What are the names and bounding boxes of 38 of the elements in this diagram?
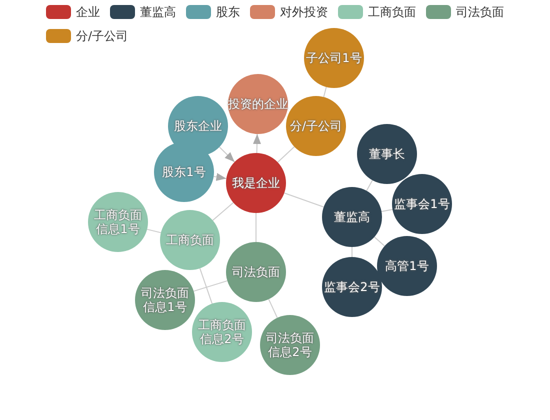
legend-label: 企业 (76, 5, 100, 19)
node-label: 子公司1号 (306, 52, 362, 64)
legend-label: 工商负面 (368, 5, 416, 19)
connector-line (323, 86, 327, 98)
connector-line (381, 209, 393, 212)
node-label: 投资的企业 (228, 98, 288, 110)
node-label: 司法负面信息1号 (140, 286, 190, 314)
connector-line (374, 236, 386, 246)
node-label: 工商负面信息1号 (93, 208, 143, 236)
legend-label: 司法负面 (456, 5, 504, 19)
node-label: 股东1号 (162, 166, 206, 178)
node-label: 董事长 (369, 148, 405, 160)
connector-line (268, 298, 278, 318)
connector-line (146, 228, 162, 234)
connector-line (199, 268, 213, 304)
connector-line (277, 146, 295, 163)
node-label: 分/子公司 (290, 120, 342, 132)
node-label: 司法负面 (232, 266, 280, 278)
legend-label: 分/子公司 (76, 29, 128, 43)
node-label: 高管1号 (385, 260, 429, 272)
legend-label: 董监高 (140, 5, 176, 19)
node-label: 工商负面 (166, 234, 214, 246)
node-label: 监事会2号 (324, 281, 380, 293)
connector-line (193, 280, 228, 292)
legend-label: 对外投资 (280, 5, 328, 19)
connector-line (212, 202, 234, 221)
node-label: 股东企业 (174, 120, 222, 132)
arrow (253, 134, 261, 154)
node-label: 司法负面信息2号 (265, 331, 315, 359)
legend-label: 股东 (216, 5, 240, 19)
arrow (218, 146, 236, 162)
node-label: 监事会1号 (394, 198, 450, 210)
connector-line (366, 180, 373, 192)
arrow (213, 172, 227, 181)
connector-line (284, 192, 324, 208)
node-label: 我是企业 (232, 177, 280, 189)
node-label: 董监高 (334, 211, 370, 223)
node-label: 工商负面信息2号 (197, 318, 247, 346)
